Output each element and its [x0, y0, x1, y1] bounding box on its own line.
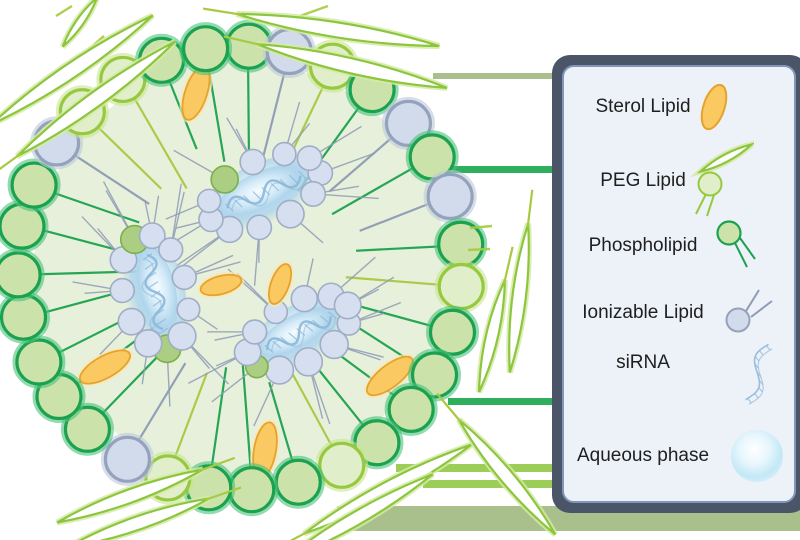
sirna-cluster [187, 256, 402, 427]
phospholipid-head [0, 251, 42, 299]
aqueous-phase-icon [731, 430, 783, 482]
sirna-strand [225, 170, 307, 212]
inner-lipid-tails [72, 181, 241, 407]
phospholipid-head [387, 385, 435, 433]
sirna-cluster [72, 181, 241, 407]
connector-bar [423, 480, 555, 488]
ionizable-lipid-head-inner [275, 199, 305, 229]
peg-blade [0, 12, 155, 128]
ionizable-lipid-head-inner [272, 141, 297, 167]
phospholipid-head [63, 405, 112, 453]
sterol-lipid [364, 353, 416, 399]
inner-lipid-tails [165, 101, 379, 286]
peg-lipid-head [318, 441, 366, 489]
peg-blade [689, 140, 754, 178]
peg-blade [203, 7, 441, 50]
sirna-icon-art [745, 343, 773, 405]
peg-blade [436, 392, 558, 537]
sterol-lipid [197, 271, 245, 299]
sterol-icon-art [700, 83, 728, 131]
ionizable-lipid-head-inner [293, 347, 324, 377]
legend-label-phospholipid: Phospholipid [588, 235, 698, 256]
connector-bar [396, 464, 555, 472]
ionizable-lipid-head-inner [133, 329, 163, 358]
connector-bar [433, 73, 555, 79]
peg-lipid-head [437, 262, 485, 311]
ionizable-lipid-head-inner [176, 297, 201, 322]
ionizable-lipid-head-inner [196, 188, 222, 214]
phospholipid-icon [716, 220, 756, 268]
ionizable-lipid-icon [725, 289, 773, 333]
legend-label-sirna: siRNA [616, 352, 670, 373]
ionizable-lipid-head-inner [117, 307, 146, 336]
peg-blades [0, 0, 558, 540]
ionizable-lipid-head-inner [333, 291, 362, 320]
peg-blade [59, 0, 101, 49]
sirna-cluster [165, 101, 379, 286]
aqueous-core [248, 297, 350, 369]
legend-label-ionizable: Ionizable Lipid [582, 302, 704, 323]
shell-sterols [77, 63, 416, 481]
aqueous-icon-art [731, 430, 783, 482]
ionizable-icon-art [725, 289, 773, 333]
sterol-lipid-icon [700, 83, 728, 131]
phospholipid-head [10, 161, 58, 209]
connector-bar [437, 166, 555, 173]
ionizable-lipid-head-inner [239, 148, 267, 176]
outer-lipid-shell [0, 19, 488, 517]
phospholipid-head-inner [210, 165, 239, 194]
legend-label-aqueous: Aqueous phase [576, 445, 710, 466]
phospholipid-head [428, 308, 477, 356]
ionizable-lipid-head-inner [264, 355, 295, 385]
peg-blade [55, 456, 236, 526]
ionizable-lipid-head-inner [241, 319, 268, 345]
phospholipid-icon-art [716, 220, 756, 268]
legend-label-sterol: Sterol Lipid [595, 96, 691, 117]
ionizable-lipid-head-inner [290, 284, 319, 313]
ionizable-lipid-head-inner [246, 214, 273, 241]
legend-label-peg: PEG Lipid [600, 170, 686, 191]
ionizable-lipid-head-inner [109, 277, 136, 304]
phospholipid-head [15, 338, 63, 386]
inner-sterols [197, 261, 294, 307]
ionizable-lipid-head-inner [158, 237, 184, 263]
phospholipid-head [437, 220, 485, 268]
peg-blade [223, 35, 449, 91]
sterol-lipid [266, 261, 294, 307]
phospholipid-head [182, 25, 230, 73]
peg-blade [0, 39, 177, 178]
sirna-strand [141, 253, 169, 335]
ionizable-lipid-head-inner [296, 145, 323, 172]
ionizable-lipid-head [103, 435, 152, 483]
peg-lipid-icon [689, 140, 754, 217]
connector-bar [448, 398, 555, 405]
ionizable-lipid-head-inner [167, 321, 197, 351]
phospholipid-head [274, 458, 322, 506]
ionizable-lipid-head-inner [138, 222, 166, 250]
sirna-strand [264, 311, 338, 353]
ionizable-lipid-head-inner [171, 264, 198, 291]
sirna-icon [745, 343, 773, 405]
peg-blade [65, 486, 242, 540]
peg-blade [506, 189, 534, 374]
peg-icon-art [689, 140, 754, 217]
ionizable-lipid-head-inner [319, 329, 349, 360]
ionizable-lipid-head-inner [300, 180, 327, 207]
phospholipid-head [0, 293, 48, 341]
ionizable-lipid-head [426, 172, 474, 221]
peg-blade [476, 246, 514, 394]
